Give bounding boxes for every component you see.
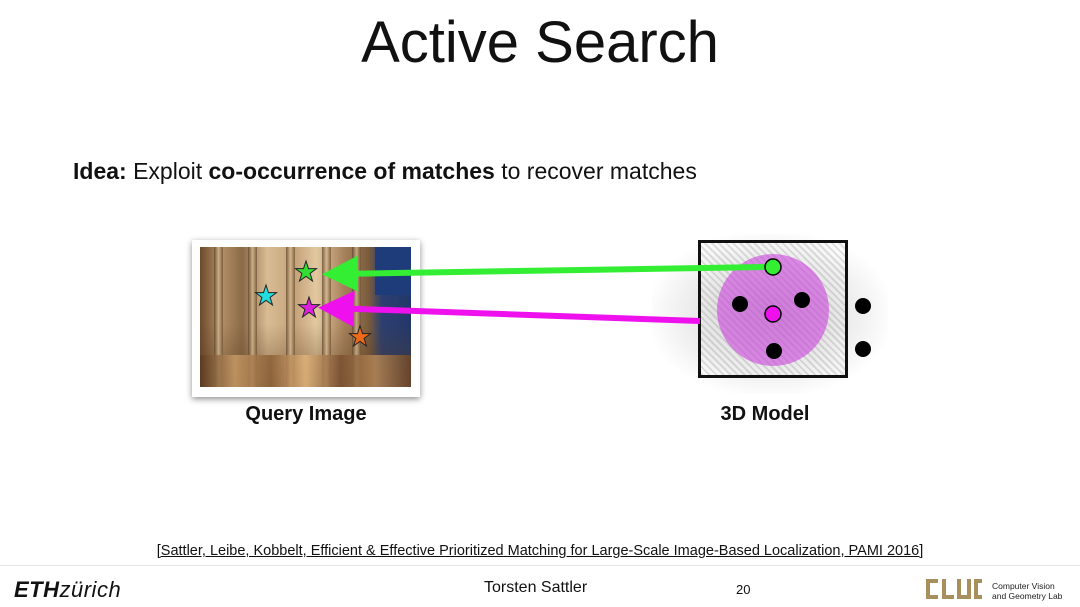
eth-logo-bold: ETH (14, 577, 60, 602)
query-image-frame (192, 240, 420, 397)
cvg-lab-logo-icon (926, 579, 982, 599)
slide-title: Active Search (361, 10, 719, 75)
idea-text-1: Exploit (126, 158, 209, 184)
idea-prefix: Idea: (73, 158, 127, 184)
query-photo-trevi-fountain (200, 247, 411, 387)
idea-bold-text: co-occurrence of matches (208, 158, 495, 184)
photo-column (248, 247, 257, 387)
eth-zurich-logo: ETHzürich (14, 577, 121, 603)
lab-name: Computer Vision and Geometry Lab (992, 581, 1062, 601)
3d-model-label: 3D Model (720, 403, 810, 425)
idea-text-2: to recover matches (494, 158, 697, 184)
3d-model-view (652, 228, 888, 400)
eth-logo-rest: zürich (59, 577, 122, 602)
photo-column (286, 247, 295, 387)
query-image-label: Query Image (245, 403, 367, 425)
author-name: Torsten Sattler (484, 579, 588, 596)
lab-name-line-1: Computer Vision (992, 581, 1055, 591)
idea-statement: Idea: Exploit co-occurrence of matches t… (73, 157, 697, 185)
citation-reference: [Sattler, Leibe, Kobbelt, Efficient & Ef… (156, 543, 924, 559)
photo-column (214, 247, 223, 387)
lab-name-line-2: and Geometry Lab (992, 591, 1063, 601)
footer-divider (0, 565, 1080, 566)
photo-sky (375, 247, 411, 295)
photo-rocks (200, 355, 411, 387)
model-bounding-box (698, 240, 848, 378)
page-number: 20 (736, 582, 751, 597)
